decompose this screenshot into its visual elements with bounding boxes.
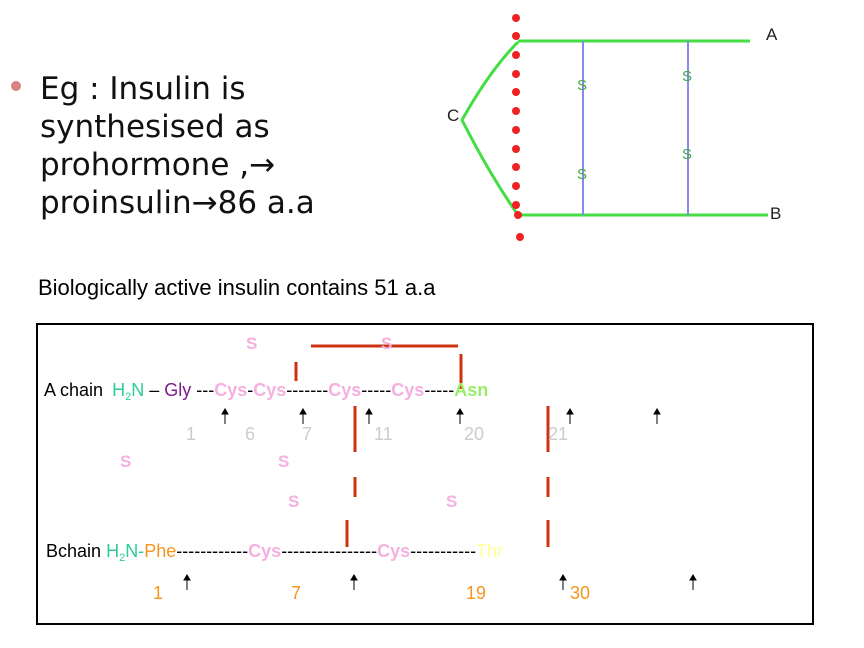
s-label-mid-1: S — [120, 452, 132, 471]
bullet-line-3: prohormone ,→ — [40, 147, 276, 183]
bullet-line-1: Eg : Insulin is — [40, 71, 246, 107]
s-label-2: S — [577, 166, 587, 183]
s-label-top-1: S — [246, 334, 258, 353]
b-pos-19: 19 — [466, 583, 487, 603]
a-pos-20: 20 — [464, 424, 485, 444]
a-chain-row: A chain H2N – Gly ---Cys-Cys-------Cys--… — [44, 380, 488, 403]
a-seg1: --- — [196, 380, 215, 400]
a-pos-1: 1 — [186, 424, 197, 444]
b-h2n: H2N- — [106, 541, 145, 564]
b-arrows — [183, 574, 697, 590]
s-label-mid-2: S — [278, 452, 290, 471]
b-thr: Thr — [476, 541, 504, 561]
proinsulin-diagram: A B C S S S S — [447, 14, 781, 241]
a-pos-11: 11 — [374, 424, 393, 444]
bullet-dot — [11, 81, 21, 91]
b-cys19: Cys — [377, 541, 411, 561]
a-seg4: ----- — [424, 380, 455, 400]
c-peptide-loop — [460, 40, 520, 216]
b-seg1: ------------ — [176, 541, 249, 561]
a-hyph: - — [247, 380, 254, 400]
s-label-low-2: S — [446, 492, 458, 511]
bullet-line-2: synthesised as — [40, 109, 270, 145]
b-chain-label: Bchain — [46, 541, 102, 561]
a-pos-7: 7 — [302, 424, 313, 444]
a-cys11: Cys — [328, 380, 362, 400]
a-pos-21: 21 — [548, 424, 569, 444]
b-cys7: Cys — [248, 541, 282, 561]
a-cys7: Cys — [253, 380, 287, 400]
b-pos-30: 30 — [570, 583, 591, 603]
s-label-4: S — [682, 146, 692, 163]
a-arrows — [221, 408, 661, 424]
bullet-line-4: proinsulin→86 a.a — [40, 185, 315, 221]
b-seg3: ----------- — [410, 541, 477, 561]
label-c: C — [447, 106, 459, 125]
a-seg2: ------- — [286, 380, 329, 400]
s-label-1: S — [577, 77, 587, 94]
b-pos-1: 1 — [153, 583, 164, 603]
a-asn: Asn — [454, 380, 489, 400]
b-pos-7: 7 — [291, 583, 302, 603]
label-b: B — [770, 204, 781, 223]
subtitle: Biologically active insulin contains 51 … — [38, 275, 436, 300]
a-chain-label: A chain — [44, 380, 104, 400]
a-dash: – — [149, 380, 160, 400]
b-seg2: ---------------- — [281, 541, 378, 561]
bullet-text: Eg : Insulin is synthesised as prohormon… — [40, 70, 315, 222]
insulin-structure-box: S S S S S S A chain H2N – Gly ---Cys-Cys… — [36, 323, 814, 625]
a-h2n: H2N — [112, 380, 145, 403]
s-label-top-2: S — [381, 334, 393, 353]
s-label-low-1: S — [288, 492, 300, 511]
a-pos-6: 6 — [245, 424, 256, 444]
a-seg3: ----- — [361, 380, 392, 400]
a-cys6: Cys — [214, 380, 248, 400]
a-cys20: Cys — [391, 380, 425, 400]
cleavage-dots — [512, 14, 524, 241]
a-gly: Gly — [164, 380, 192, 400]
disulfide-bonds — [183, 344, 697, 590]
s-label-3: S — [682, 68, 692, 85]
b-chain-row: Bchain H2N-Phe------------Cys-----------… — [46, 541, 503, 564]
label-a: A — [766, 25, 778, 44]
b-phe: Phe — [144, 541, 177, 561]
